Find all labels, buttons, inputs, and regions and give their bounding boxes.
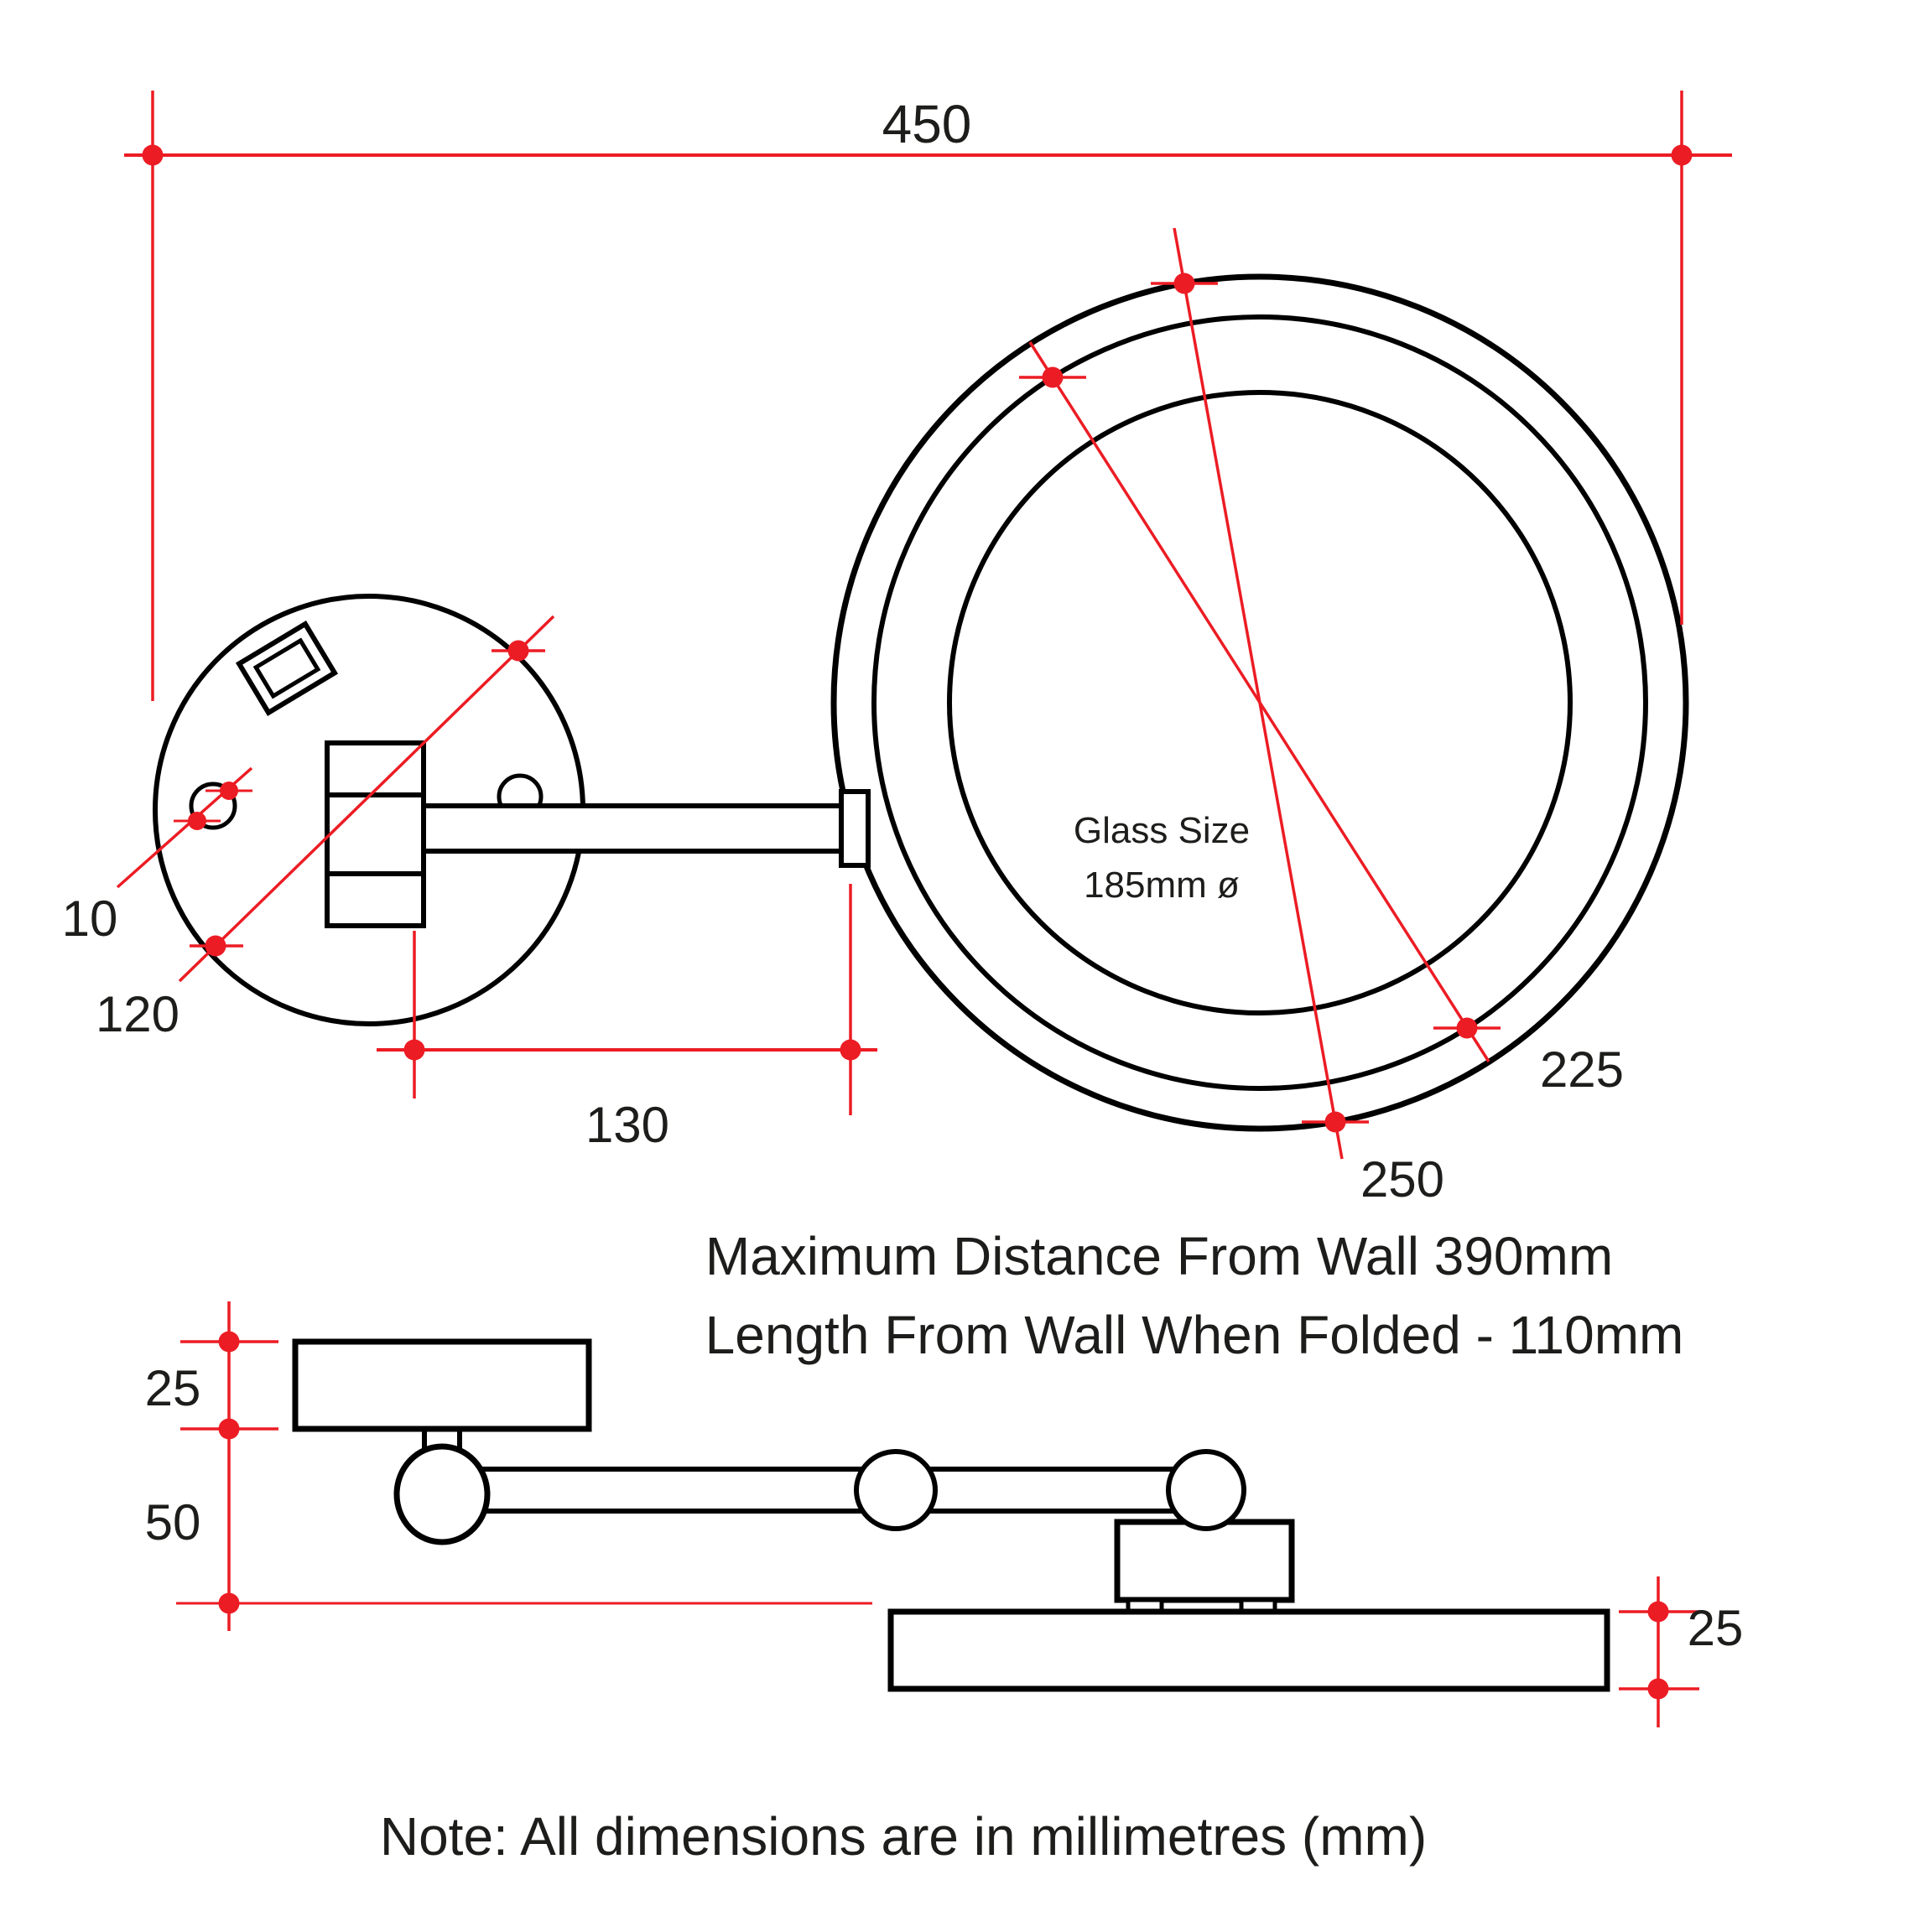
dim-10-dot-2	[220, 782, 238, 800]
dim-120-dot-1	[205, 935, 226, 957]
dim-25r-dot-top	[1647, 1601, 1669, 1623]
dim-50-label: 50	[145, 1494, 201, 1550]
max-distance-annotation: Maximum Distance From Wall 390mm	[705, 1226, 1613, 1286]
ball-joint	[393, 1443, 491, 1545]
dim-side-left: 25 50	[145, 1301, 872, 1631]
dim-225-dot-1	[1042, 366, 1064, 388]
screw-slot-outer	[235, 621, 339, 716]
dim-plate-diameter: 120	[96, 615, 555, 1042]
mirror-mount-block	[1114, 1519, 1295, 1603]
dimensions: 450 120 10 130	[62, 91, 1743, 1727]
elbow-joint	[854, 1449, 938, 1531]
dim-hole-diameter: 10	[62, 766, 253, 947]
dim-120-label: 120	[96, 986, 179, 1042]
dim-side-dot-2	[218, 1418, 240, 1440]
dim-130-dot-left	[403, 1039, 425, 1061]
dim-450-dot-left	[142, 144, 164, 166]
dim-250-label: 250	[1360, 1151, 1444, 1208]
dim-ring-diameter: 225	[1019, 341, 1624, 1098]
dim-10-label: 10	[62, 891, 118, 947]
dim-225-line	[1028, 341, 1490, 1062]
dim-130-dot-right	[840, 1039, 861, 1061]
mirror-bracket	[839, 789, 871, 868]
top-view: Glass Size 185mm ø	[153, 273, 1689, 1132]
dim-25-left-label: 25	[145, 1360, 201, 1416]
dim-arm-length: 130	[377, 884, 877, 1153]
screw-slot-inner	[252, 637, 321, 699]
dim-side-dot-1	[218, 1331, 240, 1353]
dim-mirror-diameter: 250	[1151, 227, 1444, 1208]
dim-130-label: 130	[585, 1097, 669, 1153]
dim-side-right: 25	[1619, 1576, 1743, 1727]
dim-overall-width: 450	[124, 91, 1732, 701]
mirror-slab-side	[887, 1608, 1610, 1692]
screw-slot	[235, 621, 339, 716]
dim-225-dot-2	[1456, 1017, 1478, 1039]
dim-250-dot-2	[1324, 1111, 1346, 1133]
glass-size-label-line1: Glass Size	[1074, 810, 1250, 851]
annotations: Maximum Distance From Wall 390mm Length …	[380, 1226, 1683, 1867]
dim-250-dot-1	[1173, 273, 1195, 294]
dim-side-dot-3	[218, 1592, 240, 1614]
dim-25-right-label: 25	[1688, 1600, 1744, 1656]
dim-120-line	[178, 615, 555, 983]
wall-bracket-side	[292, 1338, 592, 1432]
dim-250-line	[1173, 227, 1344, 1160]
folded-length-annotation: Length From Wall When Folded - 110mm	[705, 1305, 1684, 1365]
dim-25r-dot-bottom	[1647, 1678, 1669, 1700]
glass-size-label-line2: 185mm ø	[1084, 865, 1240, 906]
dim-120-dot-2	[507, 640, 529, 662]
dim-450-dot-right	[1671, 144, 1693, 166]
hinge-block	[325, 740, 426, 928]
pivot-joint	[1166, 1449, 1246, 1531]
dim-450-label: 450	[882, 94, 972, 154]
dim-225-label: 225	[1540, 1041, 1624, 1098]
dim-10-dot-1	[188, 812, 206, 830]
side-view	[292, 1338, 1610, 1692]
arm-body-mask	[424, 803, 845, 854]
units-note: Note: All dimensions are in millimetres …	[380, 1806, 1427, 1867]
